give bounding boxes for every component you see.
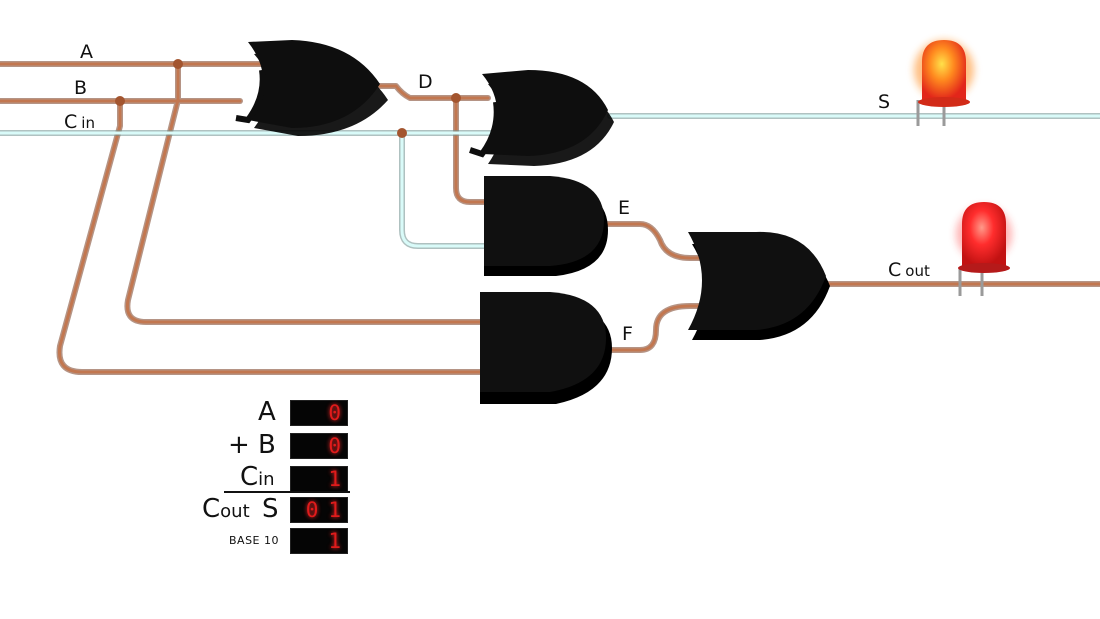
panel-label-cout: Cout (202, 494, 250, 524)
wire-b-to-and1 (56, 98, 483, 375)
display-cin: 1 (290, 466, 348, 492)
svg-text:Cin: Cin (64, 111, 95, 133)
display-b: 0 (290, 433, 348, 459)
svg-text:Cout: Cout (888, 259, 930, 281)
label-cout: C (888, 259, 901, 281)
junction-a (173, 59, 183, 69)
panel-label-base10: BASE 10 (229, 534, 279, 547)
panel-label-plus: + (228, 430, 250, 460)
label-s: S (878, 91, 890, 113)
carry-led (956, 202, 1012, 296)
panel-label-s: S (262, 494, 279, 524)
junction-d (451, 93, 461, 103)
label-b: B (74, 77, 87, 99)
display-a: 0 (290, 400, 348, 426)
panel-label-b: B (258, 430, 276, 460)
label-e: E (618, 197, 630, 219)
sum-led (914, 40, 974, 126)
display-cout-s: 01 (290, 497, 348, 523)
junction-b (115, 96, 125, 106)
xor-gate-1 (235, 40, 388, 136)
sum-line (224, 491, 350, 493)
label-d: D (418, 71, 433, 93)
junction-cin (397, 128, 407, 138)
and-gate-1 (484, 176, 608, 276)
label-a: A (80, 41, 93, 63)
panel-label-cin: Cin (240, 462, 275, 492)
display-base10: 1 (290, 528, 348, 554)
label-cin: C (64, 111, 77, 133)
label-cin-sub: in (81, 114, 95, 132)
xor-gate-2 (469, 70, 614, 166)
panel-label-a: A (258, 397, 276, 427)
label-cout-sub: out (905, 262, 930, 280)
label-f: F (622, 323, 633, 345)
and-gate-2 (480, 292, 612, 404)
or-gate (688, 231, 830, 340)
